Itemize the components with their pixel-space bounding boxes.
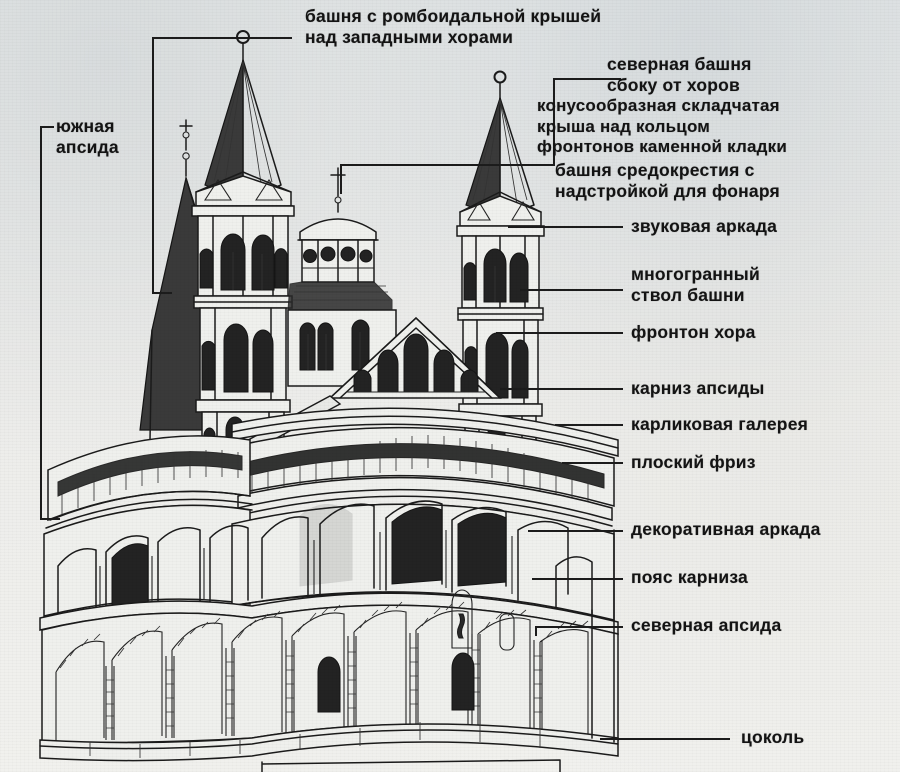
leader-dwarf-gallery — [555, 424, 623, 426]
label-dwarf-gallery: карликовая галерея — [631, 414, 809, 434]
south-apse-gallery — [47, 435, 251, 522]
main-apse-upper — [231, 407, 619, 521]
leader-north-tower-v — [553, 78, 555, 164]
leader-west-tower-v — [152, 37, 154, 292]
label-north-tower: северная башня сбоку от хоров — [607, 54, 752, 95]
leader-tower-shaft — [520, 289, 623, 291]
label-flat-frieze: плоский фриз — [631, 452, 756, 472]
decorative-arcade — [43, 500, 615, 621]
leader-apse-cornice — [500, 388, 623, 390]
label-conical-roof: конусообразная складчатая крыша над коль… — [537, 96, 788, 156]
crossing-lantern-tower — [287, 167, 397, 387]
leader-west-tower-h2 — [152, 292, 172, 294]
leader-south-apse-h2 — [40, 518, 60, 520]
label-choir-gable: фронтон хора — [631, 322, 756, 342]
label-south-apse: южная апсида — [56, 116, 119, 157]
leader-north-apse — [535, 626, 623, 628]
base-arcade — [39, 589, 619, 772]
leader-cornice-belt — [532, 578, 623, 580]
leader-north-apse-v — [535, 626, 537, 636]
leader-north-tower-h — [553, 78, 621, 80]
label-decorative-arcade: декоративная аркада — [631, 519, 821, 539]
label-west-tower: башня с ромбоидальной крышей над западны… — [305, 6, 602, 47]
leader-south-apse-v — [40, 126, 42, 518]
label-cornice-belt: пояс карниза — [631, 567, 748, 587]
leader-choir-gable — [496, 332, 623, 334]
leader-conical-roof-v — [340, 164, 342, 194]
west-tower — [191, 30, 295, 471]
leader-flat-frieze — [562, 462, 623, 464]
label-sound-arcade: звуковая аркада — [631, 216, 778, 236]
label-crossing-tower: башня средокрестия с надстройкой для фон… — [555, 160, 780, 201]
label-north-apse: северная апсида — [631, 615, 782, 635]
label-apse-cornice: карниз апсиды — [631, 378, 765, 398]
leader-plinth — [600, 738, 730, 740]
leader-south-apse-h — [40, 126, 54, 128]
leader-west-tower-h — [152, 37, 292, 39]
leader-decorative-arcade — [528, 530, 623, 532]
leader-conical-roof-h — [340, 164, 555, 166]
leader-sound-arcade — [508, 226, 623, 228]
label-plinth: цоколь — [741, 727, 805, 747]
label-tower-shaft: многогранный ствол башни — [631, 264, 760, 305]
north-tower — [456, 70, 545, 471]
